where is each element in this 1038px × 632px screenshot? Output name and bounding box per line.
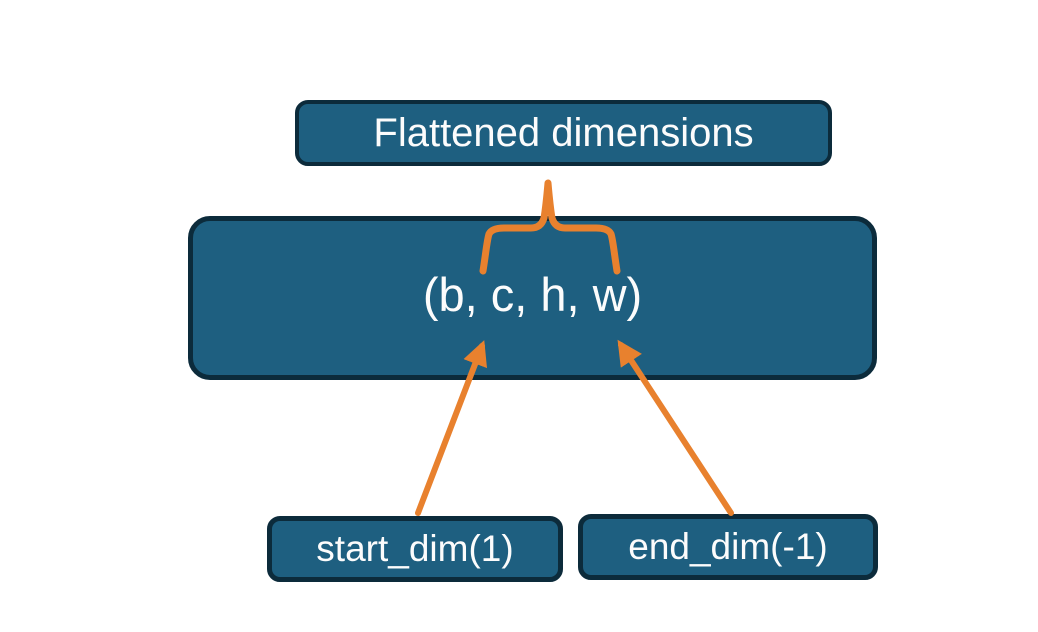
end-dim-label: end_dim(-1) — [628, 526, 828, 567]
start-dim-label: start_dim(1) — [316, 528, 514, 569]
end-dim-box: end_dim(-1) — [578, 514, 878, 580]
tensor-shape-box: (b, c, h, w) — [188, 216, 877, 380]
tensor-shape-label: (b, c, h, w) — [422, 267, 643, 321]
start-dim-box: start_dim(1) — [267, 516, 563, 582]
flattened-dimensions-box: Flattened dimensions — [295, 100, 832, 166]
flattened-dimensions-label: Flattened dimensions — [373, 110, 754, 155]
